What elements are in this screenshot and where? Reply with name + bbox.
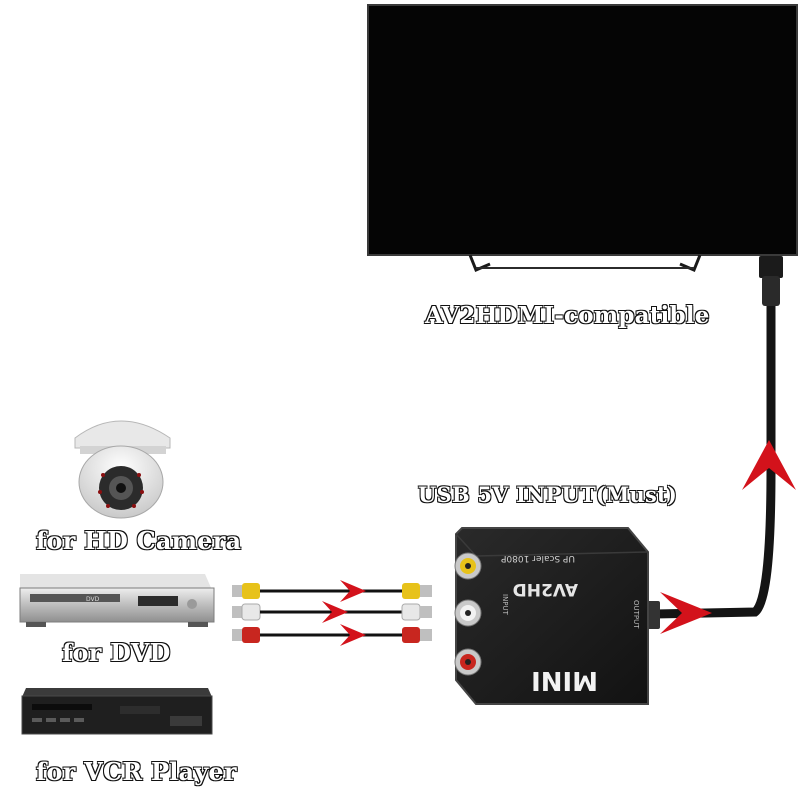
rca-red-cable <box>232 627 432 643</box>
hdmi-cable <box>646 256 783 629</box>
camera-label: for HD Camera <box>35 525 242 555</box>
rca-white-cable <box>232 603 432 621</box>
disc-tray <box>30 594 120 602</box>
converter-input-label: INPUT <box>501 594 509 616</box>
rca-jack-yellow <box>454 552 482 580</box>
tv <box>367 4 798 272</box>
converter-output-label: OUTPUT <box>632 600 640 629</box>
rca-jack-white <box>454 599 482 627</box>
rca-jack-red <box>454 648 482 676</box>
arrow-right-icon <box>660 592 712 634</box>
arrow-up-icon <box>742 440 796 490</box>
converter-subtitle: UP Scaler 1080P <box>500 553 575 563</box>
converter-brand: AV2HD <box>513 579 578 599</box>
arrow-right-icon <box>322 601 348 623</box>
rca-yellow-cable <box>232 583 432 599</box>
power-note: USB 5V INPUT(Must) <box>417 481 678 507</box>
arrow-right-icon <box>340 624 366 646</box>
dome-camera <box>74 420 171 519</box>
product-title: AV2HDMI-compatible <box>424 301 710 329</box>
tv-stand <box>468 254 702 272</box>
dvd-logo-text: DVD <box>86 596 100 603</box>
hdmi-plug-out <box>646 601 660 629</box>
dvd-player: DVD <box>19 574 215 627</box>
dvd-label: for DVD <box>61 637 171 667</box>
rca-cables <box>232 580 432 646</box>
av2hd-converter: UP Scaler 1080P AV2HD MINI INPUT OUTPUT <box>454 527 649 705</box>
tv-screen <box>367 4 798 256</box>
arrow-right-icon <box>340 580 366 602</box>
vcr-player <box>21 688 213 735</box>
vcr-label: for VCR Player <box>35 756 237 786</box>
converter-badge: MINI <box>531 665 598 695</box>
hdmi-plug <box>759 256 783 278</box>
